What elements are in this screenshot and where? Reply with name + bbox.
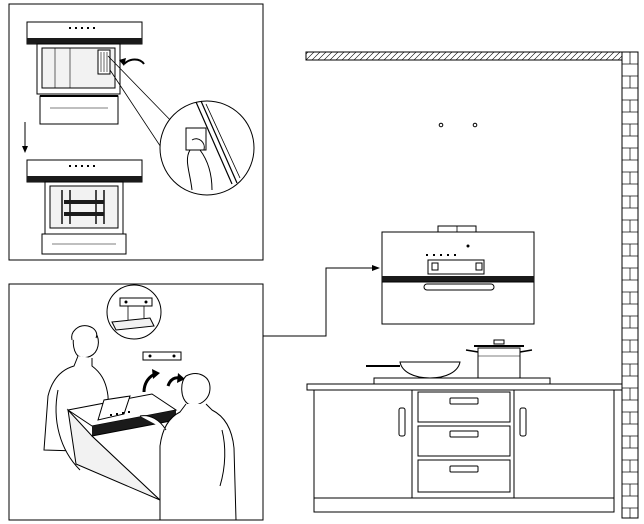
cooking-pot [466,340,532,380]
brick-wall [622,52,638,518]
bracket-detail-zoom [107,285,161,339]
panel-wall-hanging [9,284,263,520]
pointer-arrow-icon [263,268,376,336]
installed-hood [382,226,534,324]
cooktop [374,378,550,384]
rotate-arrow-icon [124,60,144,65]
drawer [418,392,510,422]
ceiling [306,52,622,60]
frying-pan [366,362,460,378]
drawer [418,460,510,492]
panel-kitchen-install [306,52,638,518]
panel-filter-removal [9,4,263,260]
kitchen-cabinets [307,384,622,512]
latch-detail-zoom [160,101,254,195]
screw-hole [439,123,443,127]
hood-filter-removed-illustration [27,160,142,254]
screw-hole [473,123,477,127]
